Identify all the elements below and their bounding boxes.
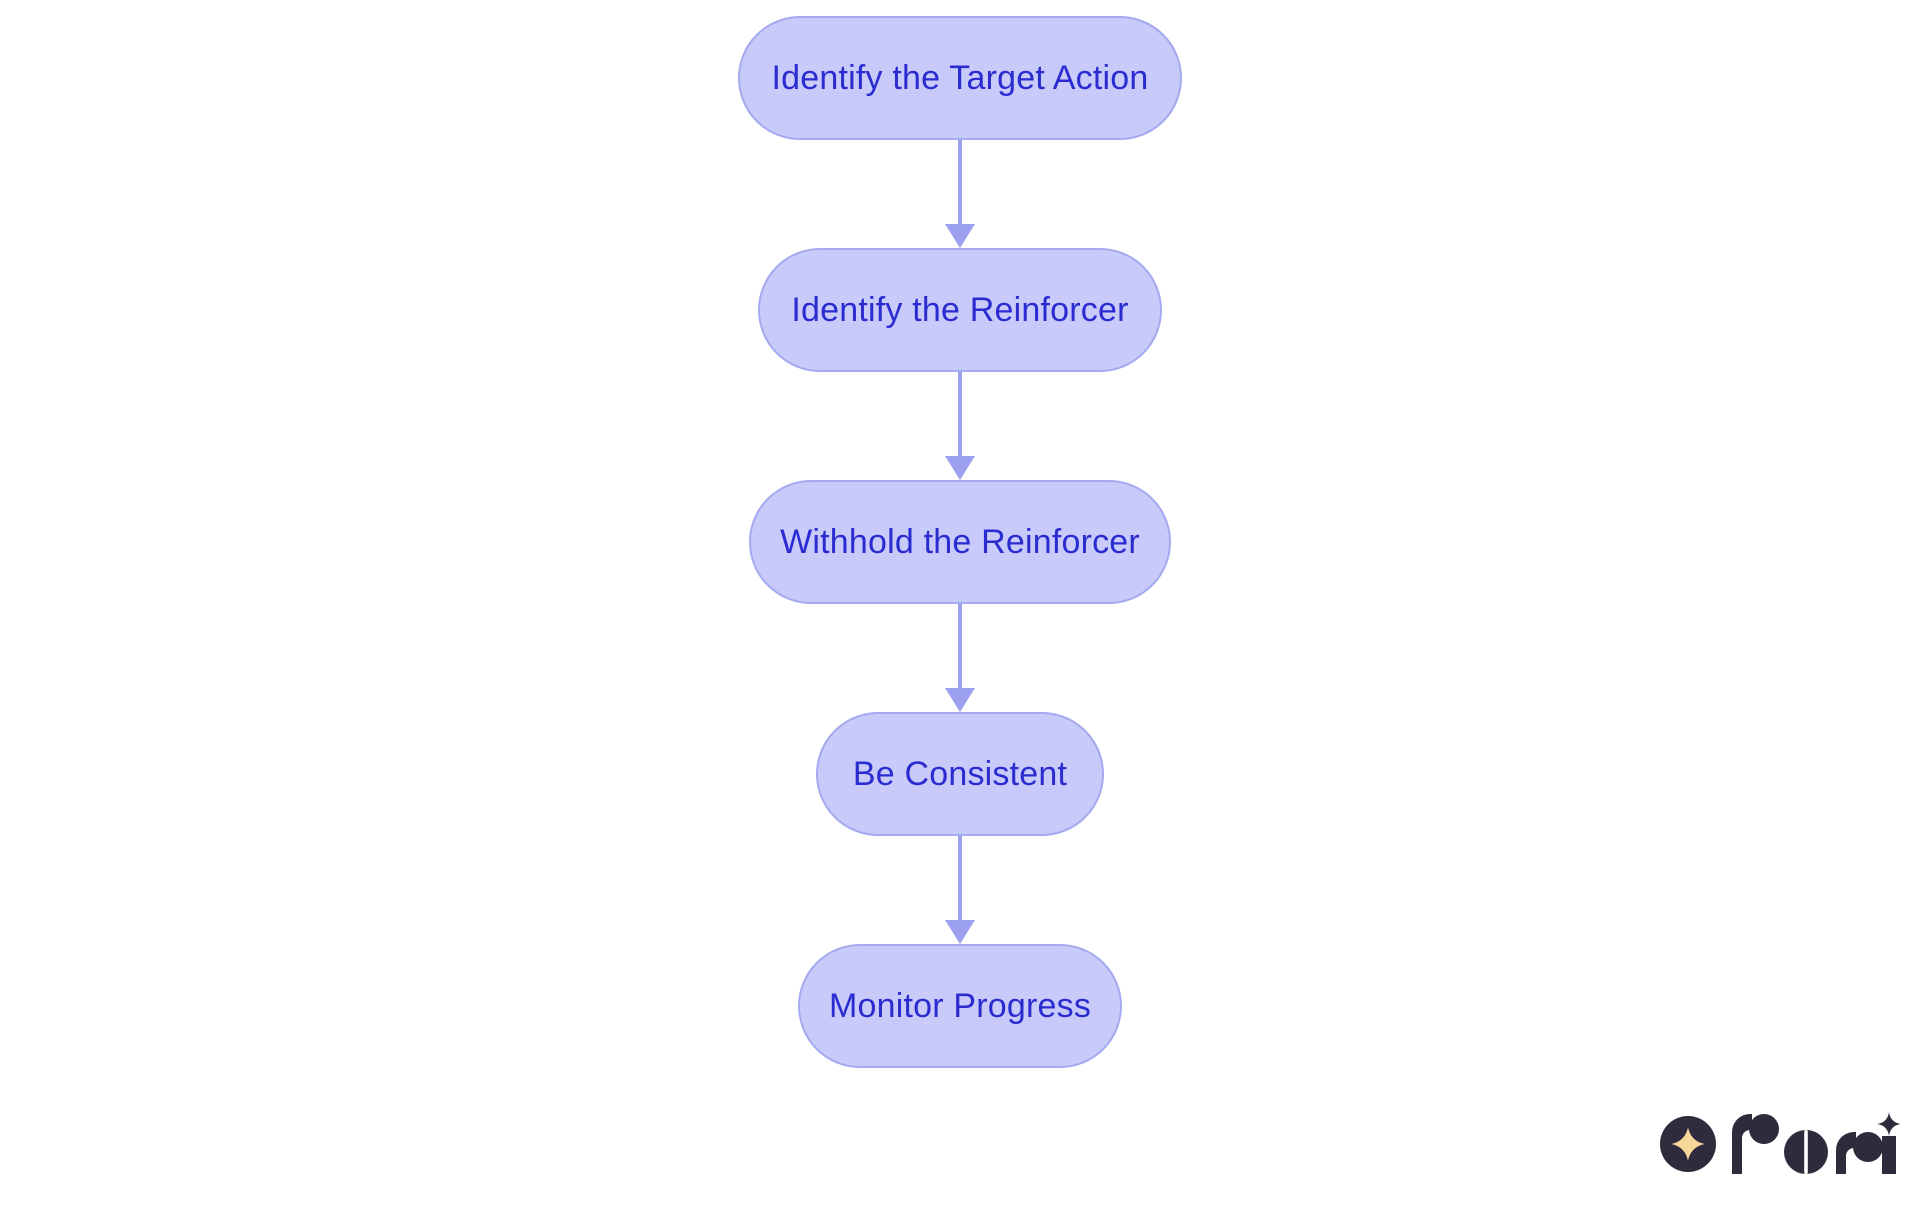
flowchart-node[interactable]: Monitor Progress [798, 944, 1122, 1068]
flowchart-arrow-line [958, 604, 962, 689]
flowchart-arrow [940, 604, 980, 712]
flowchart-arrow-head-icon [945, 920, 975, 944]
flowchart-node[interactable]: Be Consistent [816, 712, 1104, 836]
flowchart-node-label: Withhold the Reinforcer [780, 523, 1140, 561]
flowchart-node[interactable]: Withhold the Reinforcer [749, 480, 1171, 604]
flowchart-arrow [940, 372, 980, 480]
logo-star-badge [1660, 1116, 1716, 1172]
brand-logo: rori [1660, 1112, 1900, 1176]
rori-wordmark [1732, 1112, 1900, 1174]
flowchart-node[interactable]: Identify the Reinforcer [758, 248, 1162, 372]
flowchart-arrow [940, 140, 980, 248]
flowchart-node[interactable]: Identify the Target Action [738, 16, 1182, 140]
flowchart-node-label: Be Consistent [852, 755, 1068, 793]
four-point-star-icon [1671, 1127, 1705, 1161]
flowchart-arrow-line [958, 836, 962, 921]
flowchart-node-label: Monitor Progress [828, 987, 1092, 1025]
flowchart-arrow-head-icon [945, 224, 975, 248]
flowchart-node-label: Identify the Target Action [771, 59, 1149, 97]
flowchart-node-label: Identify the Reinforcer [791, 291, 1129, 329]
flowchart-arrow-head-icon [945, 456, 975, 480]
flowchart-arrow-head-icon [945, 688, 975, 712]
flowchart-arrow [940, 836, 980, 944]
flowchart-arrow-line [958, 140, 962, 225]
flowchart-arrow-line [958, 372, 962, 457]
